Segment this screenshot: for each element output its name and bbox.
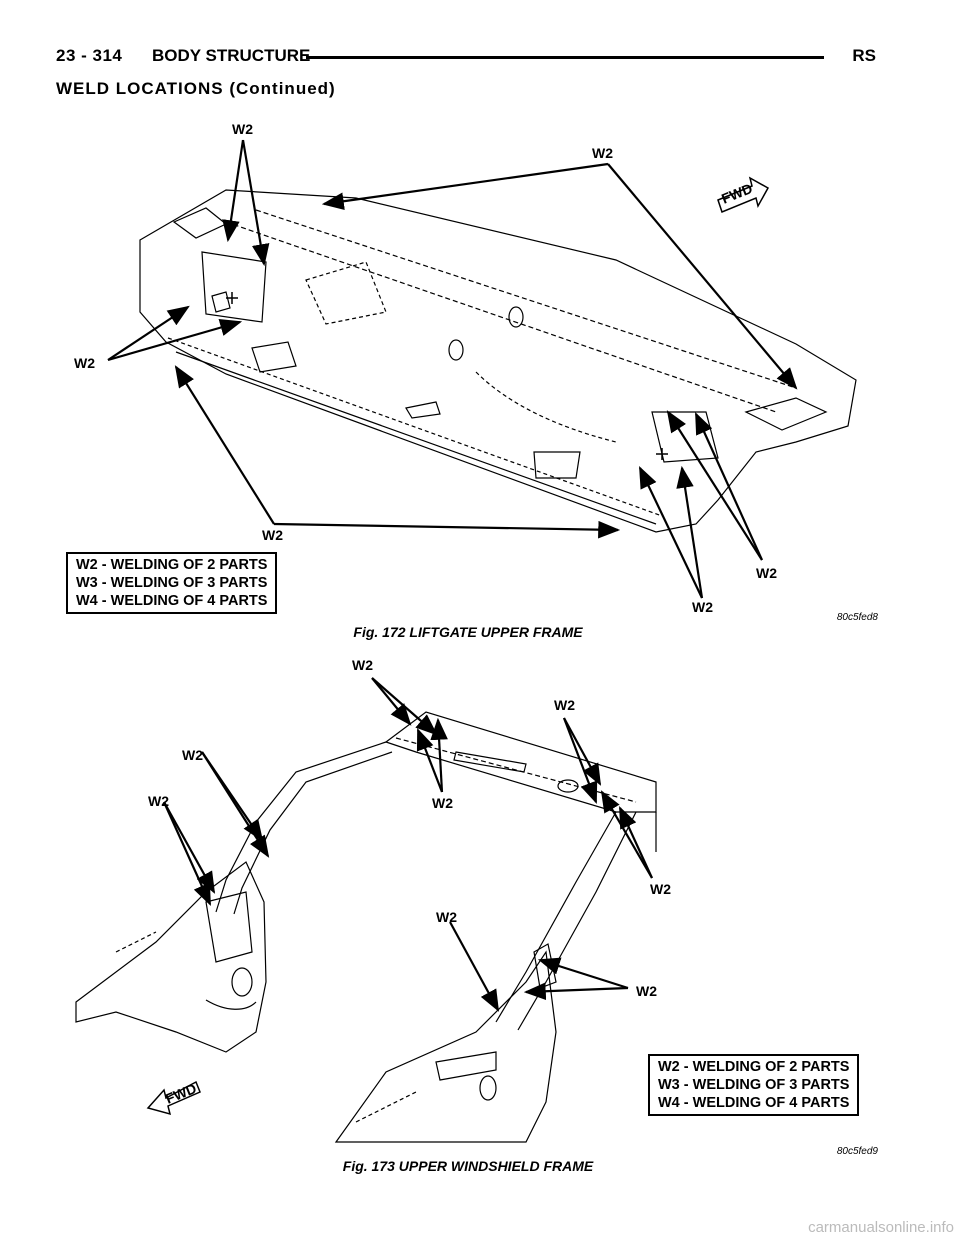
weld-label: W2 bbox=[182, 747, 203, 763]
weld-label: W2 bbox=[232, 121, 253, 137]
page-number: 23 - 314 bbox=[56, 46, 123, 65]
weld-label: W2 bbox=[432, 795, 453, 811]
weld-legend: W2 - WELDING OF 2 PARTS W3 - WELDING OF … bbox=[648, 1054, 860, 1116]
weld-label: W2 bbox=[592, 145, 613, 161]
weld-label: W2 bbox=[636, 983, 657, 999]
legend-item: W2 - WELDING OF 2 PARTS bbox=[76, 557, 268, 573]
manual-code: RS bbox=[852, 46, 876, 65]
weld-label: W2 bbox=[756, 565, 777, 581]
legend-item: W3 - WELDING OF 3 PARTS bbox=[76, 575, 268, 591]
legend-item: W3 - WELDING OF 3 PARTS bbox=[658, 1077, 850, 1093]
weld-legend: W2 - WELDING OF 2 PARTS W3 - WELDING OF … bbox=[66, 552, 278, 614]
legend-item: W4 - WELDING OF 4 PARTS bbox=[76, 593, 268, 609]
weld-label: W2 bbox=[436, 909, 457, 925]
watermark: carmanualsonline.info bbox=[808, 1219, 954, 1236]
fwd-label: FWD bbox=[163, 1080, 199, 1107]
weld-label: W2 bbox=[352, 657, 373, 673]
weld-label: W2 bbox=[692, 599, 713, 615]
section-name: BODY STRUCTURE bbox=[152, 46, 311, 65]
figure-caption: Fig. 172 LIFTGATE UPPER FRAME bbox=[353, 624, 583, 640]
liftgate-frame-illustration: W2 W2 W2 W2 W2 W2 FWD bbox=[74, 121, 857, 615]
weld-label: W2 bbox=[148, 793, 169, 809]
legend-item: W2 - WELDING OF 2 PARTS bbox=[658, 1059, 850, 1075]
section-title: WELD LOCATIONS (Continued) bbox=[56, 79, 336, 98]
figure-code: 80c5fed8 bbox=[836, 612, 878, 623]
weld-label: W2 bbox=[554, 697, 575, 713]
figure-code: 80c5fed9 bbox=[836, 1146, 878, 1157]
weld-label: W2 bbox=[650, 881, 671, 897]
page-header: 23 - 314 BODY STRUCTURE RS bbox=[56, 46, 876, 76]
figure-caption: Fig. 173 UPPER WINDSHIELD FRAME bbox=[342, 1158, 594, 1174]
fwd-arrow-icon: FWD bbox=[146, 1080, 201, 1116]
weld-label: W2 bbox=[262, 527, 283, 543]
figure-upper-windshield-frame: W2 W2 W2 W2 W2 W2 W2 W2 FWD W2 - WELDING… bbox=[56, 652, 880, 1180]
figure-liftgate-upper-frame: W2 W2 W2 W2 W2 W2 FWD W2 - WELDING OF 2 … bbox=[56, 112, 880, 647]
windshield-frame-illustration: W2 W2 W2 W2 W2 W2 W2 W2 FWD bbox=[75, 657, 671, 1143]
header-rule bbox=[306, 56, 824, 59]
fwd-arrow-icon: FWD bbox=[717, 176, 770, 213]
legend-item: W4 - WELDING OF 4 PARTS bbox=[658, 1095, 850, 1111]
weld-label: W2 bbox=[74, 355, 95, 371]
